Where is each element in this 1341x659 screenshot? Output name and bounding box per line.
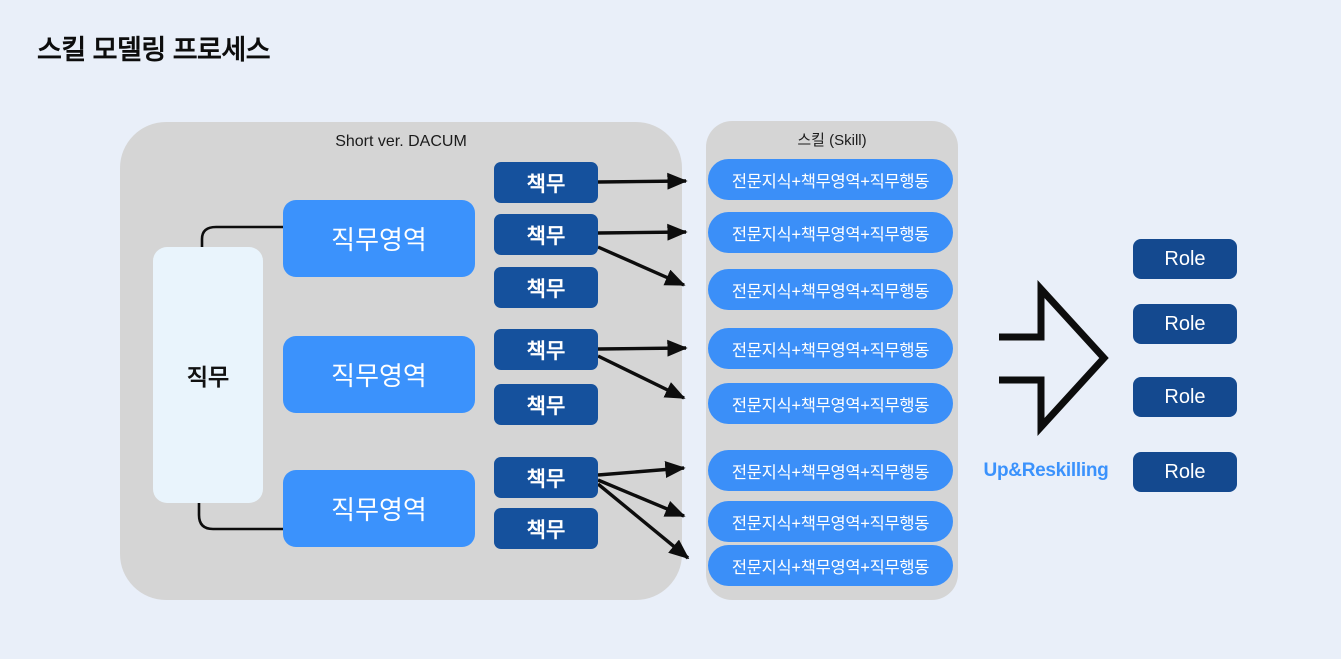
role-box-3: Role	[1133, 377, 1237, 417]
skill-pill-2: 전문지식+책무영역+직무행동	[708, 212, 953, 253]
job-box: 직무	[153, 247, 263, 503]
up-reskilling-caption: Up&Reskilling	[983, 460, 1109, 481]
role-box-4: Role	[1133, 452, 1237, 492]
job-area-box-3: 직무영역	[283, 470, 475, 547]
duty-box-3: 책무	[494, 267, 598, 308]
block-arrow-right-icon	[999, 279, 1109, 437]
role-box-1: Role	[1133, 239, 1237, 279]
job-area-box-1: 직무영역	[283, 200, 475, 277]
job-area-box-2: 직무영역	[283, 336, 475, 413]
dacum-panel-label: Short ver. DACUM	[335, 133, 467, 150]
duty-box-4: 책무	[494, 329, 598, 370]
skill-pill-1: 전문지식+책무영역+직무행동	[708, 159, 953, 200]
skill-panel-label: 스킬 (Skill)	[797, 132, 867, 149]
duty-box-5: 책무	[494, 384, 598, 425]
skill-pill-6: 전문지식+책무영역+직무행동	[708, 450, 953, 491]
duty-box-6: 책무	[494, 457, 598, 498]
skill-pill-4: 전문지식+책무영역+직무행동	[708, 328, 953, 369]
page-title: 스킬 모델링 프로세스	[37, 35, 271, 65]
duty-box-1: 책무	[494, 162, 598, 203]
role-box-2: Role	[1133, 304, 1237, 344]
skill-pill-8: 전문지식+책무영역+직무행동	[708, 545, 953, 586]
skill-pill-3: 전문지식+책무영역+직무행동	[708, 269, 953, 310]
skill-pill-7: 전문지식+책무영역+직무행동	[708, 501, 953, 542]
duty-box-7: 책무	[494, 508, 598, 549]
duty-box-2: 책무	[494, 214, 598, 255]
skill-pill-5: 전문지식+책무영역+직무행동	[708, 383, 953, 424]
